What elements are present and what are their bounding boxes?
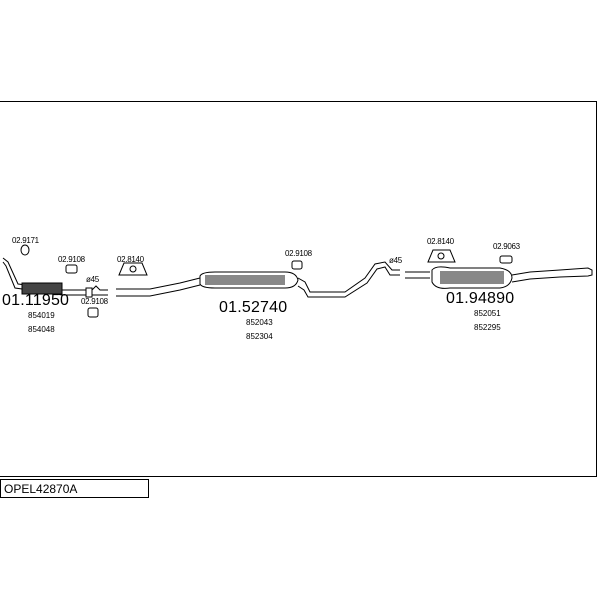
front-pipe-end — [80, 285, 108, 296]
hanger-bracket-2 — [427, 249, 456, 263]
clamp-front — [85, 287, 93, 298]
part-number-2: 01.52740 — [219, 299, 288, 316]
hardware-label-5: 02.9108 — [285, 249, 312, 258]
part-ref-2b: 852304 — [246, 332, 273, 341]
mid-pipe-lower — [116, 284, 201, 297]
part-ref-1b: 854048 — [28, 325, 55, 334]
rubber-mount-2 — [87, 307, 99, 318]
mid-pipe-rear — [297, 261, 400, 298]
hardware-label-3: 02.9108 — [81, 297, 108, 306]
hanger-bracket-1 — [118, 262, 148, 276]
tail-pipe — [511, 267, 593, 283]
diagram-frame — [0, 101, 597, 477]
hardware-label-4: 02.8140 — [117, 255, 144, 264]
gasket-ring — [20, 244, 30, 256]
rubber-mount-3 — [291, 260, 303, 270]
hardware-label-6: 02.8140 — [427, 237, 454, 246]
part-number-1: 01.11950 — [2, 292, 70, 309]
hardware-label-7: 02.9063 — [493, 242, 520, 251]
hardware-label-1: 02.9171 — [12, 236, 39, 245]
part-number-3: 01.94890 — [446, 290, 515, 307]
mid-pipe-upper — [116, 277, 201, 290]
flex-joint — [21, 282, 63, 295]
rubber-mount-4 — [499, 255, 513, 264]
model-code: OPEL42870A — [4, 482, 78, 496]
part-ref-3b: 852295 — [474, 323, 501, 332]
hardware-label-2: 02.9108 — [58, 255, 85, 264]
diameter-label-2: ø45 — [389, 256, 402, 265]
part-ref-3a: 852051 — [474, 309, 501, 318]
rubber-mount-1 — [65, 264, 78, 274]
part-ref-2a: 852043 — [246, 318, 273, 327]
diameter-label-1: ø45 — [86, 275, 99, 284]
model-code-box: OPEL42870A — [0, 479, 149, 498]
part-ref-1a: 854019 — [28, 311, 55, 320]
rear-inlet-pipe — [405, 271, 430, 279]
